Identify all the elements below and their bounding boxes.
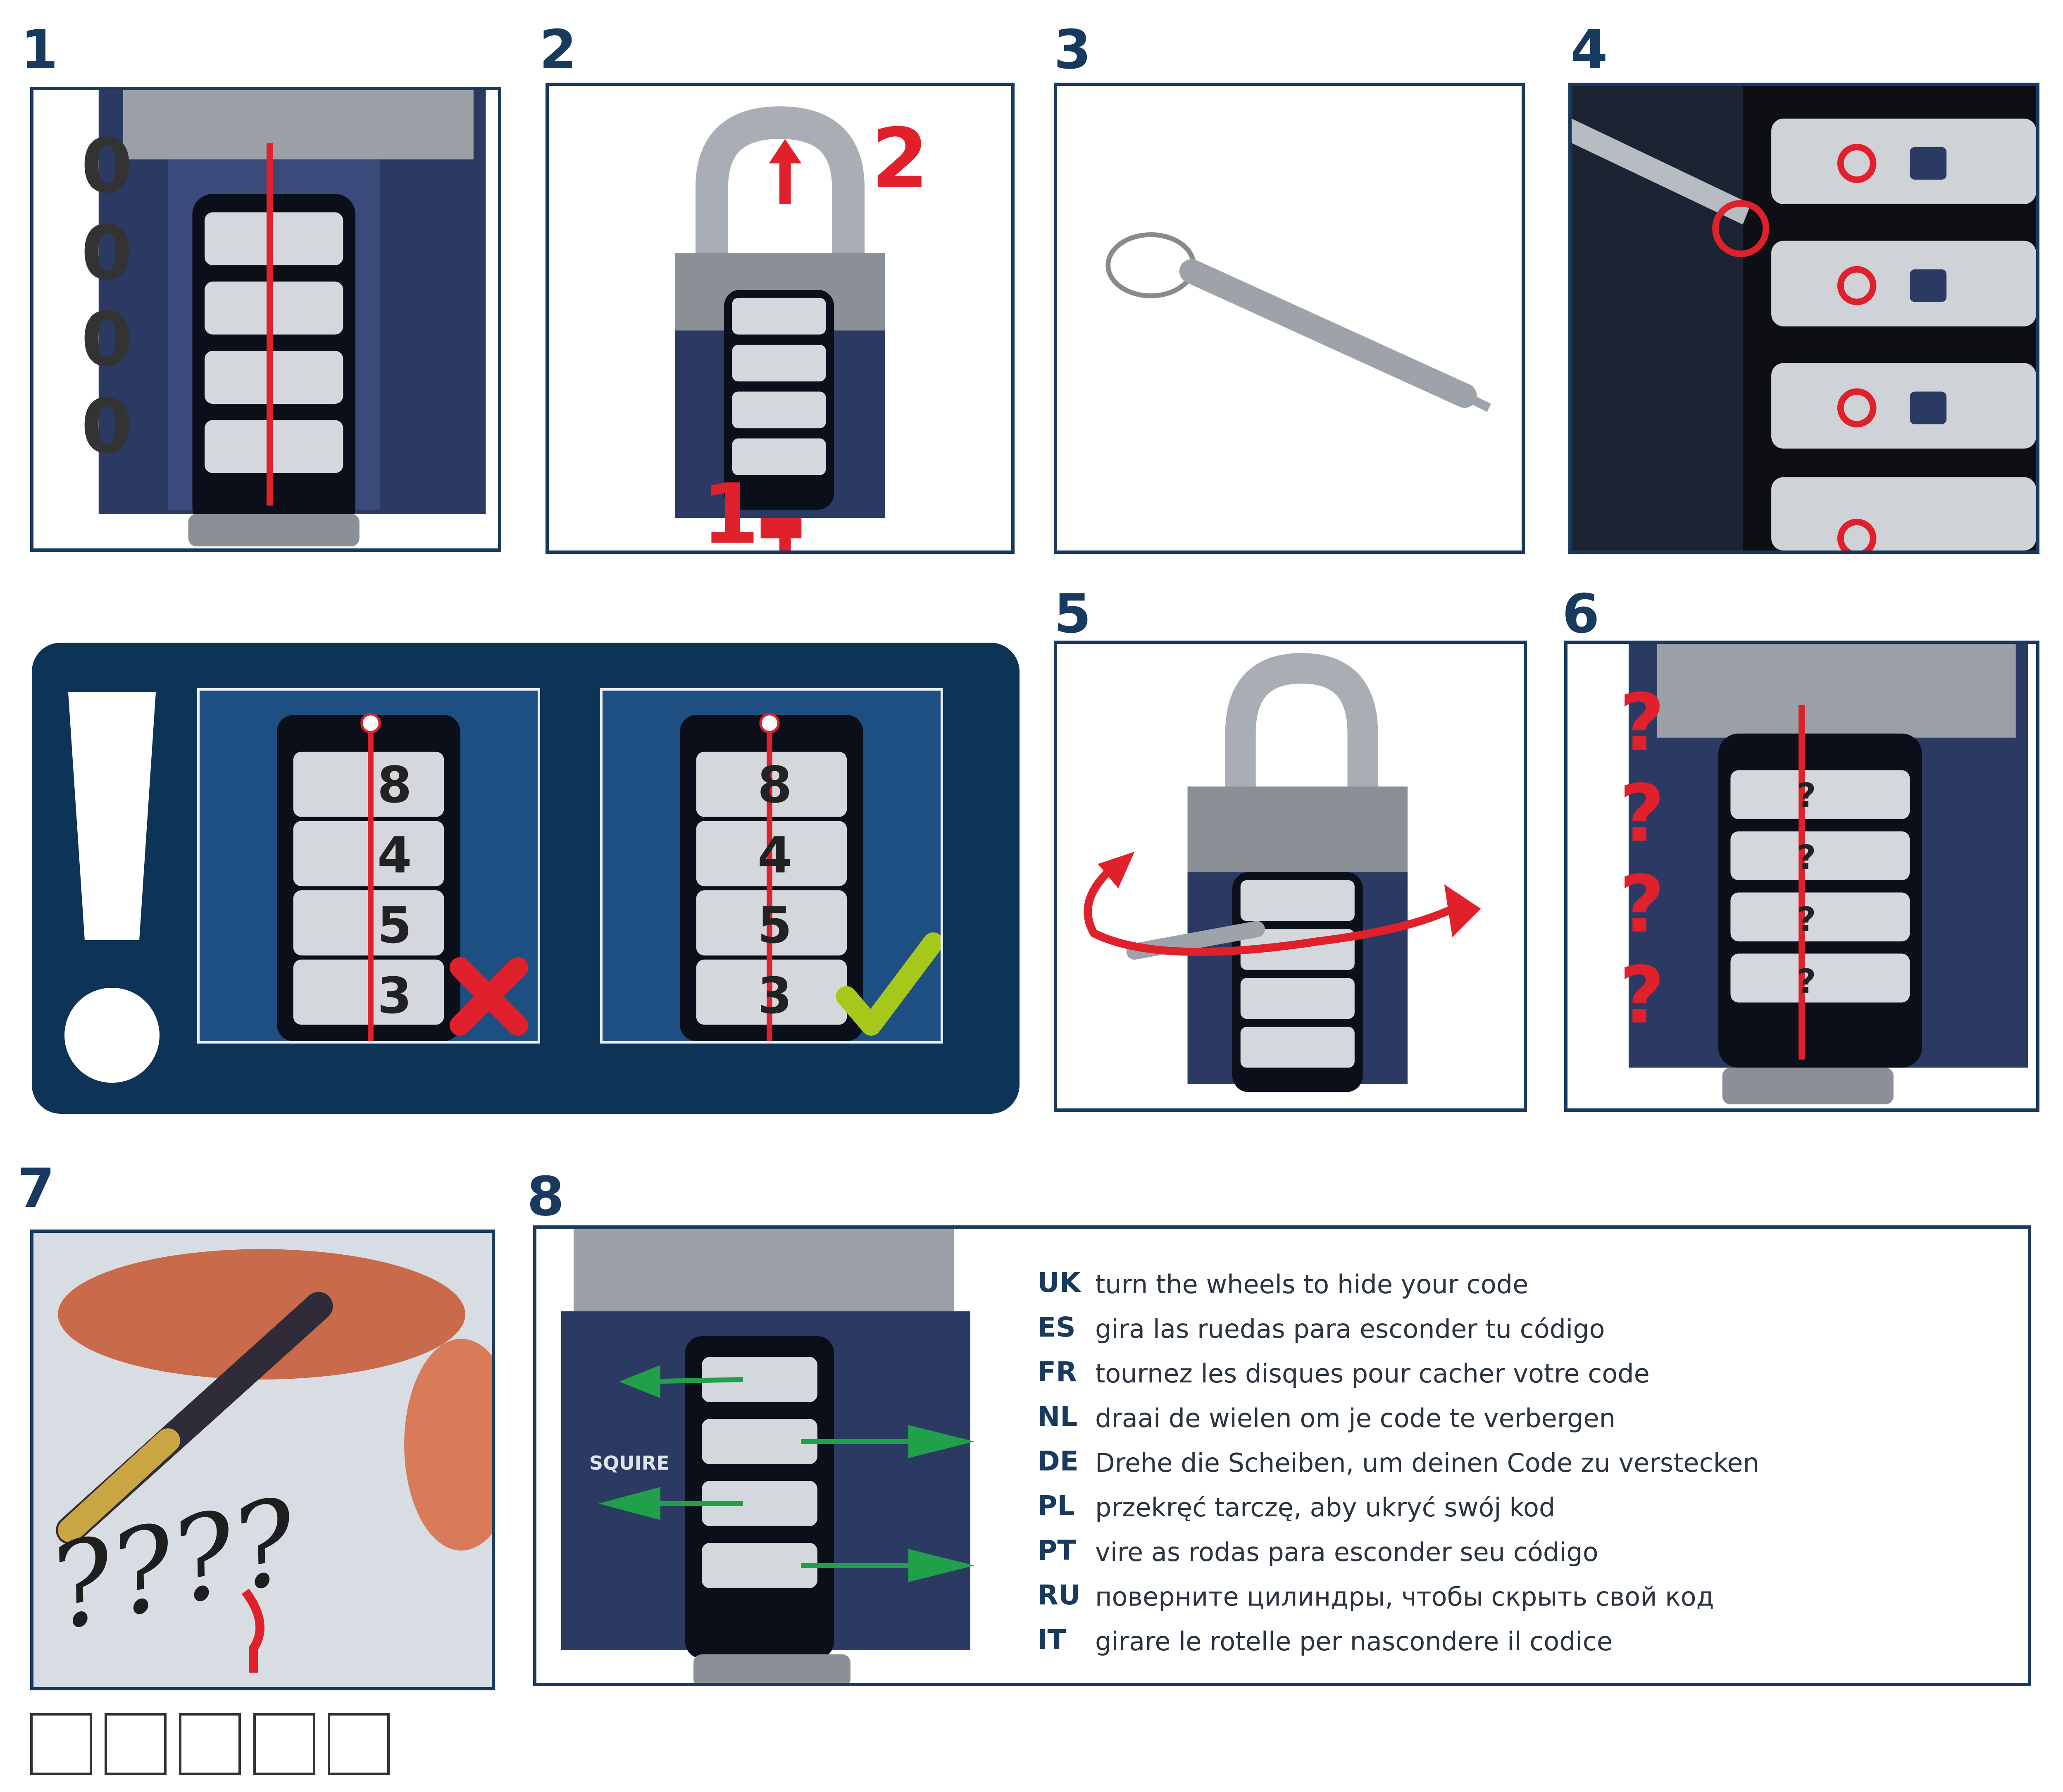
lang-code-ru: RU xyxy=(1037,1579,1081,1611)
step5-panel xyxy=(1054,641,1527,1112)
check-icon xyxy=(836,932,941,1036)
step1-digit-3: 0 xyxy=(81,384,133,470)
step2-lock-image xyxy=(549,86,1011,550)
code-box-5 xyxy=(328,1713,390,1775)
code-box-1 xyxy=(30,1713,92,1775)
step2-marker-1: 1 xyxy=(702,466,760,554)
exclamation-icon xyxy=(64,692,160,1083)
step6-panel: ? ? ? ? ? ? ? ? xyxy=(1564,641,2039,1112)
step6-wheel-mark-2: ? xyxy=(1797,900,1816,939)
step8-lock-image xyxy=(536,1229,1008,1683)
correct-alignment-example: 8 4 5 3 xyxy=(600,688,943,1044)
warning-box: 8 4 5 3 8 4 5 3 xyxy=(32,643,1020,1114)
correct-digit-2: 5 xyxy=(758,897,792,955)
step7-write-code-image xyxy=(33,1233,492,1687)
step-number-3: 3 xyxy=(1054,18,1091,81)
lang-code-es: ES xyxy=(1037,1311,1076,1343)
step6-wheel-mark-0: ? xyxy=(1797,776,1816,815)
step6-question-1: ? xyxy=(1619,768,1665,859)
wrong-digit-1: 4 xyxy=(377,827,412,884)
step5-reset-image xyxy=(1057,644,1524,1108)
step1-digit-0: 0 xyxy=(81,123,133,210)
step2-panel: 2 1 xyxy=(546,83,1015,554)
code-box-2 xyxy=(105,1713,167,1775)
wrong-digit-2: 5 xyxy=(377,897,412,955)
wrong-alignment-example: 8 4 5 3 xyxy=(197,688,540,1044)
cross-icon xyxy=(450,957,528,1036)
step1-panel: 0 0 0 0 xyxy=(30,87,501,552)
lang-text-fr: tournez les disques pour cacher votre co… xyxy=(1095,1358,1650,1389)
step4-panel xyxy=(1568,83,2039,554)
step-number-6: 6 xyxy=(1562,582,1600,645)
step7-panel: ???? xyxy=(30,1230,495,1690)
step-number-8: 8 xyxy=(527,1165,565,1228)
step-number-2: 2 xyxy=(539,18,577,81)
correct-digit-0: 8 xyxy=(758,757,792,814)
lang-text-uk: turn the wheels to hide your code xyxy=(1095,1269,1529,1299)
step4-closeup-image xyxy=(1572,86,2036,550)
step6-question-0: ? xyxy=(1619,677,1665,768)
lang-text-pt: vire as rodas para esconder seu código xyxy=(1095,1537,1598,1567)
step8-panel: SQUIRE xyxy=(533,1225,2031,1686)
step-number-4: 4 xyxy=(1570,18,1608,81)
lang-code-it: IT xyxy=(1037,1624,1066,1656)
step1-lock-image xyxy=(33,90,498,548)
step6-question-3: ? xyxy=(1619,950,1665,1041)
step6-wheel-mark-3: ? xyxy=(1797,962,1816,1001)
step1-digit-1: 0 xyxy=(81,210,133,296)
lang-code-uk: UK xyxy=(1037,1267,1081,1299)
lang-code-fr: FR xyxy=(1037,1356,1077,1388)
lang-code-pt: PT xyxy=(1037,1535,1076,1566)
correct-digit-1: 4 xyxy=(758,827,792,884)
correct-alignment-image xyxy=(603,691,941,1041)
step3-key-pin-image xyxy=(1057,86,1522,550)
lang-text-pl: przekręć tarczę, aby ukryć swój kod xyxy=(1095,1492,1556,1523)
lang-text-es: gira las ruedas para esconder tu código xyxy=(1095,1314,1605,1344)
lang-code-pl: PL xyxy=(1037,1490,1075,1522)
step8-squire-logo: SQUIRE xyxy=(589,1452,669,1474)
step-number-7: 7 xyxy=(17,1157,55,1220)
step3-panel xyxy=(1054,83,1525,554)
lang-text-ru: поверните цилиндры, чтобы скрыть свой ко… xyxy=(1095,1582,1714,1612)
step6-question-2: ? xyxy=(1619,859,1665,950)
lang-code-de: DE xyxy=(1037,1445,1079,1477)
step6-wheel-mark-1: ? xyxy=(1797,838,1816,877)
lang-code-nl: NL xyxy=(1037,1401,1078,1432)
step2-marker-2: 2 xyxy=(871,111,929,207)
lang-text-de: Drehe die Scheiben, um deinen Code zu ve… xyxy=(1095,1448,1759,1478)
code-box-4 xyxy=(253,1713,315,1775)
lang-text-it: girare le rotelle per nascondere il codi… xyxy=(1095,1626,1613,1656)
step-number-1: 1 xyxy=(21,18,58,81)
wrong-digit-0: 8 xyxy=(377,757,412,814)
step-number-5: 5 xyxy=(1054,582,1091,645)
code-box-3 xyxy=(179,1713,241,1775)
step1-digit-2: 0 xyxy=(81,297,133,383)
step6-lock-image xyxy=(1567,644,2036,1108)
wrong-digit-3: 3 xyxy=(377,967,412,1025)
correct-digit-3: 3 xyxy=(758,967,792,1025)
lang-text-nl: draai de wielen om je code te verbergen xyxy=(1095,1403,1615,1433)
